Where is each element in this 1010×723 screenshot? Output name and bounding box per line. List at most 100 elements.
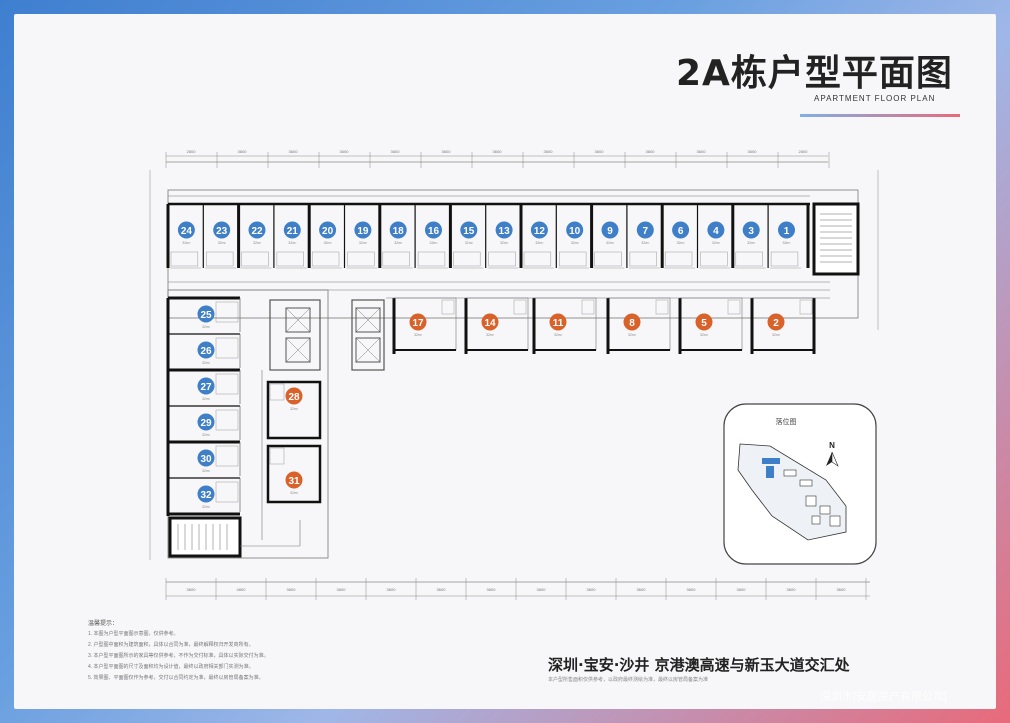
dimension-label: 3600 [437, 587, 447, 592]
unit-badge [672, 221, 690, 239]
unit-number: 23 [216, 226, 228, 237]
stairwell-left [168, 516, 242, 558]
note-line: 3. 本户型平面图所示的家具等仅供参考，不作为交付标准，具体以实际交付为准。 [88, 653, 269, 659]
unit-number: 7 [643, 226, 649, 237]
dimension-label: 2800 [187, 149, 197, 154]
elevator-x [355, 337, 381, 363]
dimension-label: 2800 [799, 149, 809, 154]
unit-area: 32m² [535, 241, 544, 245]
bathroom [269, 447, 285, 465]
unit-area: 32m² [486, 333, 495, 337]
dimension-label: 3600 [442, 149, 452, 154]
dimension-label: 3600 [737, 587, 747, 592]
unit-2: 2 32m² [750, 297, 815, 354]
bathroom [269, 383, 285, 401]
unit-area: 32m² [324, 241, 333, 245]
unit-badge [495, 221, 513, 239]
bathroom [664, 251, 693, 267]
unit-area: 32m² [700, 333, 709, 337]
dimension-label: 3600 [787, 587, 797, 592]
unit-area: 32m² [202, 325, 211, 329]
location-disclaimer: 本户型所售面积仅供参考，以政府最终测绘为准，最终以房管局备案为准 [548, 677, 709, 683]
unit-area: 32m² [641, 241, 650, 245]
unit-area: 32m² [465, 241, 474, 245]
bathroom [655, 299, 669, 315]
site-building [783, 469, 797, 477]
dimension-label: 3600 [187, 587, 197, 592]
unit-badge [549, 313, 567, 331]
bathroom [215, 409, 239, 431]
unit-badge [248, 221, 266, 239]
unit-outline [266, 380, 322, 440]
north-arrow-icon [826, 452, 832, 466]
unit-area: 32m² [288, 241, 297, 245]
elevator-core [269, 299, 321, 371]
unit-5: 5 32m² [678, 297, 743, 354]
page-title: 2A栋户型平面图 [676, 53, 953, 94]
bathroom [523, 251, 552, 267]
north-label: N [829, 441, 835, 450]
unit-area: 32m² [500, 241, 509, 245]
unit-badge [767, 313, 785, 331]
unit-area: 32m² [628, 333, 637, 337]
title-underline [800, 114, 960, 117]
unit-badge [197, 413, 215, 431]
unit-number: 2 [773, 318, 779, 329]
unit-number: 3 [748, 226, 754, 237]
unit-area: 32m² [677, 241, 686, 245]
notes-title: 温馨提示： [88, 621, 119, 627]
bathroom [799, 299, 813, 315]
unit-badge [623, 313, 641, 331]
unit-area: 32m² [253, 241, 262, 245]
elevator-shaft [285, 307, 311, 333]
unit-21: 21 32m² [273, 204, 307, 269]
key-plan-label: 落位图 [776, 417, 797, 426]
unit-number: 4 [713, 226, 719, 237]
dimension-label: 3600 [337, 587, 347, 592]
floor-plan-sheet [14, 14, 996, 709]
note-line: 4. 本户型平面图的尺寸及面积均为设计值，最终以政府相关部门实测为准。 [88, 664, 254, 670]
elevator-shaft [355, 307, 381, 333]
dimension-label: 3600 [238, 149, 248, 154]
unit-number: 15 [463, 226, 475, 237]
unit-badge [285, 471, 303, 489]
bathroom [559, 251, 587, 267]
dimension-label: 3600 [289, 149, 299, 154]
unit-badge [197, 377, 215, 395]
unit-badge [601, 221, 619, 239]
unit-badge [566, 221, 584, 239]
unit-area: 32m² [290, 407, 299, 411]
unit-area: 32m² [290, 491, 299, 495]
unit-number: 5 [701, 318, 707, 329]
unit-number: 11 [553, 318, 564, 329]
dimension-label: 3600 [493, 149, 503, 154]
dimension-label: 4800 [237, 587, 247, 592]
bathroom [215, 337, 239, 359]
unit-badge [283, 221, 301, 239]
unit-area: 32m² [772, 333, 781, 337]
elevator-shaft [285, 337, 311, 363]
bathroom [382, 251, 410, 267]
unit-number: 10 [569, 226, 581, 237]
unit-area: 32m² [394, 241, 403, 245]
dimension-label: 3600 [387, 587, 397, 592]
dimension-label: 3600 [637, 587, 647, 592]
bathroom [347, 251, 375, 267]
unit-number: 27 [200, 382, 212, 393]
unit-number: 1 [784, 226, 790, 237]
unit-number: 32 [200, 490, 212, 501]
stairwell-right [812, 202, 860, 276]
note-line: 1. 本图为户型平面图示意图，仅供参考。 [88, 631, 179, 637]
bathroom [727, 299, 741, 315]
bathroom [441, 299, 455, 315]
unit-number: 21 [287, 226, 299, 237]
unit-number: 9 [607, 226, 613, 237]
bathroom [215, 481, 239, 503]
